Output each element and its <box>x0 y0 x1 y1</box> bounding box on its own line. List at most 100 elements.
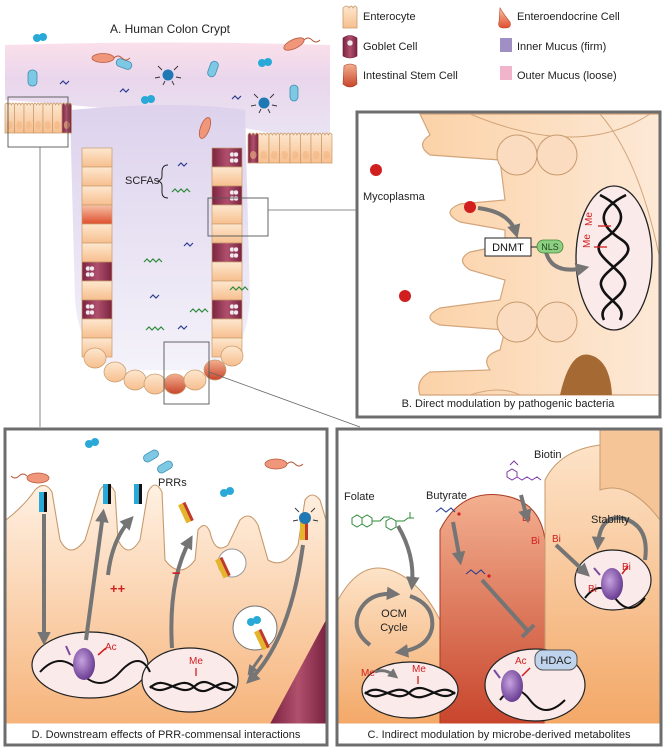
enterocyte-cell <box>310 132 322 164</box>
panel-b: Me Me Mycoplasma DNMT NLS B. Direct modu… <box>355 110 662 419</box>
plus-label: ++ <box>110 581 126 596</box>
enterocyte-cell <box>247 132 259 164</box>
scfa-molecule-icon <box>229 286 249 291</box>
goblet-cell <box>211 299 243 320</box>
legend-label: Goblet Cell <box>363 41 417 53</box>
inset-box-wall <box>207 197 269 237</box>
legend-item-enteroendocrine: Enteroendocrine Cell <box>498 7 620 29</box>
panel-c: Me Me Ac HDAC Bi Bi Bi Bi Bi OCM <box>335 427 663 747</box>
spiky-bacterium-icon <box>154 65 182 86</box>
crypt-base <box>83 345 244 395</box>
goblet-icon <box>342 35 358 59</box>
nucleus <box>141 647 239 713</box>
bacteria-cluster <box>27 33 321 139</box>
legend-label: Outer Mucus (loose) <box>517 70 617 82</box>
enterocyte-cell <box>14 102 25 134</box>
stability-label: Stability <box>591 514 630 526</box>
panel-d: Ac Me <box>3 427 329 747</box>
coccus-icon <box>85 438 99 448</box>
acetyl-label: Ac <box>515 656 527 667</box>
inset-box-base <box>163 341 210 405</box>
flagellated-bacterium-icon <box>283 37 321 51</box>
prr-receptor-icon <box>178 501 194 524</box>
goblet-cell <box>211 242 243 263</box>
enteroendocrine-cell <box>81 204 113 225</box>
scfa-molecule-icon <box>231 95 242 100</box>
scfa-molecule-icon <box>171 188 191 193</box>
rod-bacterium-icon <box>207 60 219 78</box>
flagellated-bacterium-icon <box>10 472 50 484</box>
enterocyte-icon <box>342 5 358 29</box>
rod-bacterium-icon <box>143 449 159 463</box>
legend-label: Enterocyte <box>363 11 416 23</box>
scfa-molecule-icon <box>189 308 209 313</box>
coccus-icon <box>220 487 234 497</box>
surface-epithelium-left <box>4 102 72 134</box>
dnmt-label: DNMT <box>492 242 524 254</box>
legend-item-inner-mucus: Inner Mucus (firm) <box>500 38 606 53</box>
crypt-lumen <box>70 105 250 370</box>
mycoplasma-bacterium-icon <box>399 290 411 302</box>
coccus-icon <box>247 616 261 626</box>
enterocyte-cell <box>81 166 113 187</box>
folate-molecule-icon <box>351 512 414 531</box>
scfa-molecule-icon <box>149 294 160 299</box>
minus-label: − <box>172 565 181 582</box>
mucus-layer <box>5 42 330 145</box>
stem-cell <box>163 373 187 395</box>
enterocyte-cell <box>220 345 244 367</box>
ocm-cycle-label: OCM <box>381 608 407 620</box>
enterocyte-cell <box>23 102 34 134</box>
scfa-molecule-icon <box>177 162 188 167</box>
enterocyte-cell <box>81 147 113 168</box>
enterocyte-cell <box>211 318 243 339</box>
enterocyte-cell <box>123 369 147 391</box>
enterocyte-cell <box>211 166 243 187</box>
panel-c-caption: C. Indirect modulation by microbe-derive… <box>368 729 631 741</box>
methyl-label: Me <box>584 212 595 226</box>
rod-bacterium-icon <box>27 69 38 87</box>
acetyl-label: Ac <box>105 642 117 653</box>
biotin-mark-label: Bi <box>552 534 561 545</box>
enterocyte-cell <box>81 280 113 301</box>
scfa-brace <box>157 164 169 199</box>
nls-tag <box>536 239 564 254</box>
surface-epithelium-right <box>247 132 333 164</box>
enterocyte-cell <box>321 132 333 164</box>
enterocyte-cell <box>268 132 280 164</box>
scfa-molecule-icon <box>183 242 194 247</box>
enterocyte-cell <box>211 280 243 301</box>
scfa-molecule-icon <box>59 80 70 85</box>
prr-receptor-icon <box>215 556 231 579</box>
flagellated-bacterium-icon <box>91 53 131 63</box>
legend-item-outer-mucus: Outer Mucus (loose) <box>500 66 617 82</box>
mycoplasma-bacterium-icon <box>464 201 476 213</box>
panel-b-caption: B. Direct modulation by pathogenic bacte… <box>402 398 616 410</box>
enterocyte-cell <box>81 318 113 339</box>
prr-receptor-icon <box>300 520 308 540</box>
enterocyte-cell <box>81 223 113 244</box>
nls-label: NLS <box>541 242 559 252</box>
enterocyte-cell <box>52 102 63 134</box>
enterocyte-cell <box>211 223 243 244</box>
folate-label: Folate <box>344 491 375 503</box>
scfa-molecule-icon <box>177 325 188 330</box>
coccus-icon <box>33 33 47 42</box>
biotin-label: Biotin <box>534 449 562 461</box>
panel-a-title: A. Human Colon Crypt <box>110 22 231 36</box>
legend-label: Inner Mucus (firm) <box>517 41 606 53</box>
butyrate-molecule-icon <box>435 507 461 516</box>
nucleus <box>575 185 653 331</box>
inner-mucus-swatch <box>500 38 512 52</box>
prrs-label: PRRs <box>158 477 187 489</box>
methyl-label: Me <box>189 656 203 667</box>
enterocyte-cell <box>258 132 270 164</box>
enterocyte-cell <box>211 204 243 225</box>
enterocyte-cell <box>279 132 291 164</box>
spiky-bacterium-icon <box>292 507 319 524</box>
enterocyte-cell <box>81 242 113 263</box>
hdac-box <box>534 649 578 671</box>
coccus-icon <box>258 58 272 67</box>
legend-item-goblet: Goblet Cell <box>342 35 417 59</box>
enterocyte-cell <box>4 102 15 134</box>
